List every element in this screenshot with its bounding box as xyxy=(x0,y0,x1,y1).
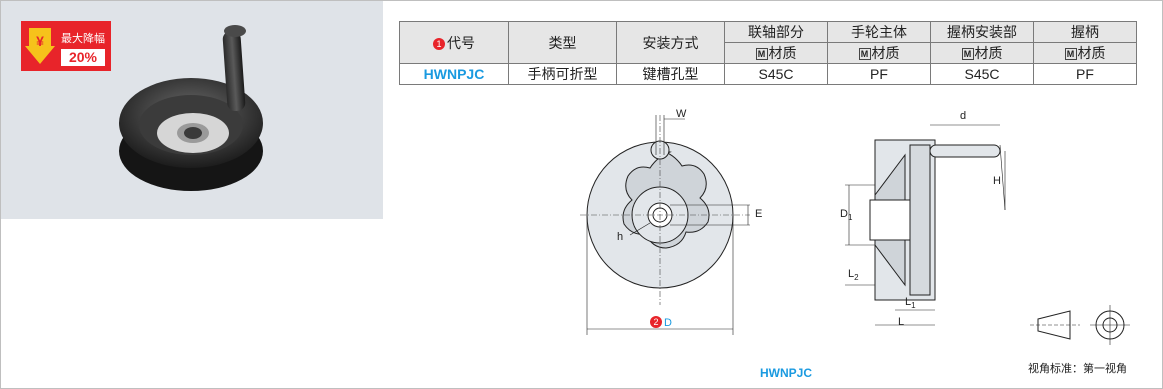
number-badge-2: 2 xyxy=(650,316,662,328)
badge-title: 最大降幅 xyxy=(61,32,105,45)
discount-badge: ¥ 最大降幅 20% xyxy=(21,21,111,71)
header-type: 类型 xyxy=(508,21,617,64)
cell-coupling: S45C xyxy=(724,63,828,85)
cell-grip: PF xyxy=(1033,63,1137,85)
header-mount: 安装方式 xyxy=(616,21,725,64)
projection-symbol-icon xyxy=(1030,305,1130,345)
number-badge-1: 1 xyxy=(433,37,445,50)
product-photo-panel xyxy=(1,1,383,219)
header-grip-mount: 握柄安装部 xyxy=(930,21,1034,43)
material-icon: M xyxy=(858,48,871,60)
material-icon: M xyxy=(1064,48,1077,60)
label-d1: D1 xyxy=(840,208,853,223)
svg-text:¥: ¥ xyxy=(36,33,44,49)
material-icon: M xyxy=(961,48,974,60)
cell-mount: 键槽孔型 xyxy=(616,63,725,85)
header-wheel-body: 手轮主体 xyxy=(827,21,931,43)
cell-grip-mount: S45C xyxy=(930,63,1034,85)
yen-down-arrow-icon: ¥ xyxy=(25,28,55,64)
label-small-d: d xyxy=(960,110,967,122)
label-e: E xyxy=(755,208,763,220)
handwheel-photo xyxy=(119,25,263,191)
front-view-drawing xyxy=(580,115,750,335)
header-grip: 握柄 xyxy=(1033,21,1137,43)
code-link[interactable]: HWNPJC xyxy=(399,63,509,85)
label-l: L xyxy=(898,316,905,328)
badge-percent: 20% xyxy=(61,49,105,66)
drawing-caption: HWNPJC xyxy=(760,366,813,380)
cell-wheel-body: PF xyxy=(827,63,931,85)
cell-type: 手柄可折型 xyxy=(508,63,617,85)
label-l2: L2 xyxy=(848,268,859,283)
label-h: h xyxy=(617,231,624,243)
label-l1: L1 xyxy=(905,296,916,311)
side-view-drawing xyxy=(845,124,1006,326)
label-w: W xyxy=(676,108,687,120)
material-icon: M xyxy=(755,48,768,60)
view-standard: 视角标准：第一视角 xyxy=(1028,362,1127,375)
label-big-h: H xyxy=(993,175,1001,187)
header-coupling: 联轴部分 xyxy=(724,21,828,43)
